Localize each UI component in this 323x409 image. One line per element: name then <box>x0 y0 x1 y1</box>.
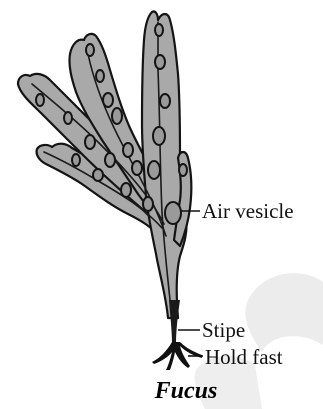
air-vesicle-1 <box>155 24 163 36</box>
air-vesicle-17 <box>105 153 115 167</box>
hold-fast-label: Hold fast <box>205 345 283 369</box>
stipe <box>169 300 180 344</box>
air-vesicle-20 <box>121 183 131 197</box>
air-vesicle-10 <box>103 93 113 107</box>
air-vesicle-5 <box>148 161 160 179</box>
air-vesicle-9 <box>96 70 104 82</box>
air-vesicle-13 <box>132 161 142 175</box>
figure-caption: Fucus <box>154 378 218 404</box>
air-vesicle-6 <box>165 202 181 224</box>
air-vesicle-3 <box>160 94 170 108</box>
air-vesicle-8 <box>86 44 94 56</box>
air-vesicle-2 <box>155 55 165 69</box>
air-vesicle-14 <box>36 94 44 106</box>
air-vesicle-18 <box>72 154 80 166</box>
air-vesicle-15 <box>64 112 72 124</box>
air-vesicle-21 <box>143 197 153 211</box>
fucus-thallus <box>18 11 202 370</box>
air-vesicle-16 <box>85 135 95 149</box>
air-vesicle-12 <box>123 143 133 157</box>
air-vesicle-11 <box>112 108 122 124</box>
air-vesicle-7 <box>179 164 187 176</box>
air-vesicle-label: Air vesicle <box>202 199 294 223</box>
air-vesicle-4 <box>153 127 165 145</box>
stipe-label: Stipe <box>202 318 245 342</box>
air-vesicle-19 <box>93 169 103 181</box>
